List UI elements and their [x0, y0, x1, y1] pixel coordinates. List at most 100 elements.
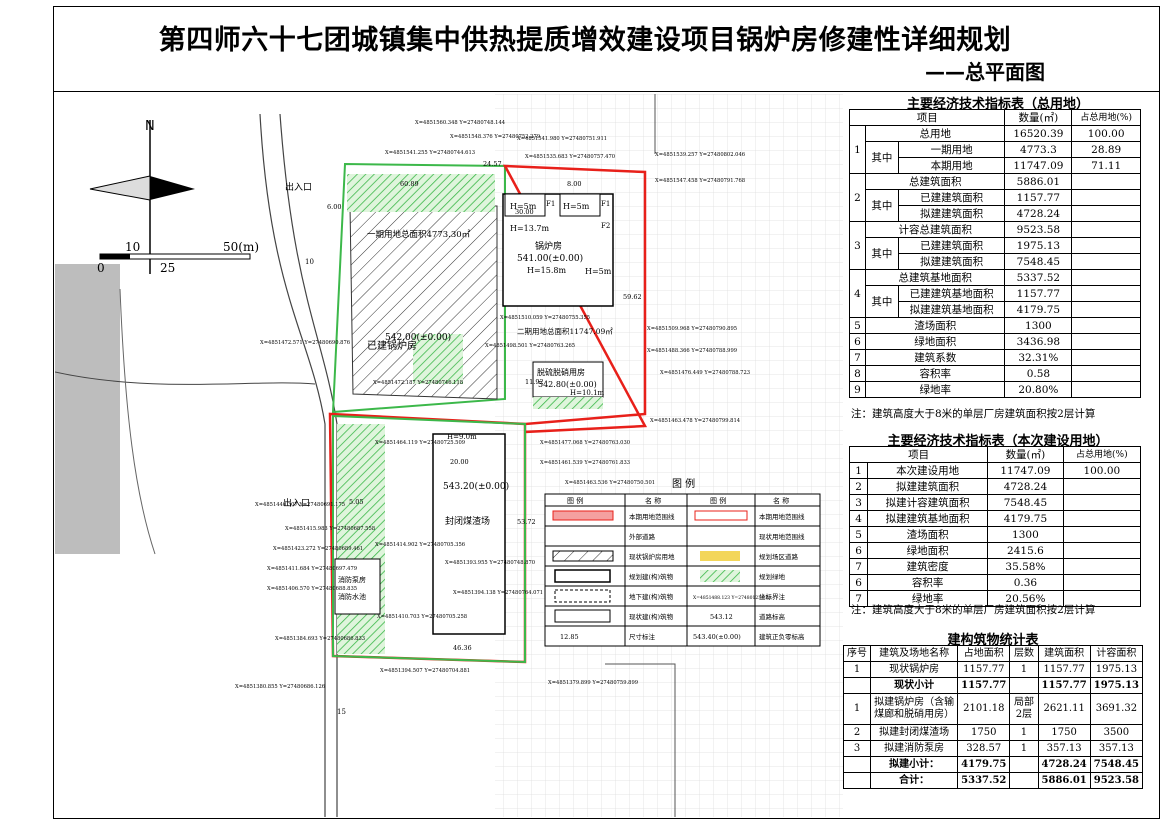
svg-text:X=4851498.501 Y=27480763.265: X=4851498.501 Y=27480763.265: [485, 343, 575, 349]
svg-text:X=4851393.955 Y=27480748.870: X=4851393.955 Y=27480748.870: [445, 560, 535, 566]
svg-text:本期用地范围线: 本期用地范围线: [759, 512, 805, 521]
svg-text:0: 0: [97, 261, 105, 275]
svg-text:现状建(构)筑物: 现状建(构)筑物: [629, 612, 674, 621]
svg-text:X=4851472.187 Y=27480746.118: X=4851472.187 Y=27480746.118: [373, 380, 463, 386]
svg-text:X=4851380.855 Y=27480686.126: X=4851380.855 Y=27480686.126: [235, 684, 325, 690]
table1-title: 主要经济技术指标表（总用地）: [906, 97, 1089, 112]
svg-text:外部道路: 外部道路: [629, 532, 656, 541]
green-strip-north: [347, 174, 495, 212]
svg-text:59.62: 59.62: [623, 293, 642, 301]
svg-text:消防泵房: 消防泵房: [338, 575, 366, 584]
svg-text:消防水池: 消防水池: [338, 592, 366, 601]
desulf-green: [533, 397, 603, 409]
boiler-room-f1: [504, 193, 546, 217]
svg-text:543.40(±0.00): 543.40(±0.00): [693, 633, 741, 641]
svg-text:图 例: 图 例: [567, 496, 583, 505]
table2-note: 注：建筑高度大于8米的单层厂房建筑面积按2层计算: [851, 604, 1096, 616]
svg-text:脱硫脱硝用房: 脱硫脱硝用房: [537, 367, 585, 377]
title-divider: [53, 91, 1160, 92]
svg-text:24.57: 24.57: [483, 160, 502, 168]
svg-text:X=4851414.902 Y=27480705.356: X=4851414.902 Y=27480705.356: [375, 542, 465, 548]
svg-text:X=4851535.683 Y=27480757.470: X=4851535.683 Y=27480757.470: [525, 154, 615, 160]
svg-text:11.92: 11.92: [525, 378, 544, 386]
svg-text:H=15.8m: H=15.8m: [527, 266, 566, 275]
svg-text:H=10.1m: H=10.1m: [570, 389, 605, 397]
svg-text:X=4851560.348 Y=27480748.144: X=4851560.348 Y=27480748.144: [415, 120, 506, 126]
svg-text:H=5m: H=5m: [585, 267, 612, 276]
svg-text:10: 10: [125, 240, 140, 254]
svg-text:X=4851415.983 Y=27480687.558: X=4851415.983 Y=27480687.558: [285, 526, 375, 532]
svg-text:6.00: 6.00: [327, 203, 341, 211]
svg-text:8.00: 8.00: [567, 180, 581, 188]
phase2-area-label: 二期用地总面积11747.09㎡: [517, 326, 613, 336]
road-line: [55, 371, 316, 385]
entrance-south-label: 出入口: [283, 497, 310, 509]
svg-text:H=9.0m: H=9.0m: [447, 433, 477, 441]
svg-text:X=4851509.968 Y=27480790.895: X=4851509.968 Y=27480790.895: [647, 326, 737, 332]
svg-text:541.00(±0.00): 541.00(±0.00): [517, 253, 583, 264]
svg-text:X=4851463.478 Y=27480799.814: X=4851463.478 Y=27480799.814: [650, 418, 741, 424]
svg-text:X=4851476.449 Y=27480788.723: X=4851476.449 Y=27480788.723: [660, 370, 750, 376]
svg-text:542.80(±0.00): 542.80(±0.00): [538, 380, 597, 389]
site-plan-map: N 10 50(m) 0 25 542.00(±0.00) 已建锅炉房 一期用地…: [55, 94, 843, 817]
svg-text:规划场区道路: 规划场区道路: [759, 552, 799, 561]
svg-text:60.89: 60.89: [400, 180, 419, 188]
coal-yard-label: 封闭煤渣场: [445, 515, 490, 527]
river-line-2: [279, 113, 338, 817]
contour-line: [119, 288, 156, 555]
svg-text:50(m): 50(m): [223, 240, 259, 254]
svg-text:X=4851394.507 Y=27480704.881: X=4851394.507 Y=27480704.881: [380, 668, 470, 674]
svg-text:X=4851539.257 Y=27480802.046: X=4851539.257 Y=27480802.046: [655, 152, 745, 158]
svg-text:建筑正负零标高: 建筑正负零标高: [759, 632, 805, 641]
svg-text:H=5m: H=5m: [510, 202, 537, 211]
svg-text:X=4851464.119 Y=27480725.509: X=4851464.119 Y=27480725.509: [375, 440, 465, 446]
svg-text:F1: F1: [546, 200, 555, 208]
svg-text:坐标界注: 坐标界注: [759, 592, 786, 601]
svg-text:25: 25: [160, 261, 175, 275]
green-boundary: [332, 414, 526, 664]
svg-text:543.12: 543.12: [710, 613, 733, 621]
svg-text:X=4851541.255 Y=27480744.613: X=4851541.255 Y=27480744.613: [385, 150, 475, 156]
svg-text:20.00: 20.00: [450, 458, 469, 466]
legend: 图 例 图 例 名 称 图 例 名 称 12.85 543.40(±0.00): [544, 477, 821, 647]
svg-text:名 称: 名 称: [645, 496, 661, 505]
svg-text:X=4851472.571 Y=27480690.876: X=4851472.571 Y=27480690.876: [260, 340, 350, 346]
svg-text:规划建(构)筑物: 规划建(构)筑物: [629, 572, 674, 581]
svg-text:图 例: 图 例: [672, 477, 695, 490]
svg-text:图 例: 图 例: [710, 496, 726, 505]
svg-text:X=4851394.138 Y=27480764.071: X=4851394.138 Y=27480764.071: [453, 590, 543, 596]
svg-text:12.85: 12.85: [560, 633, 579, 641]
svg-text:尺寸标注: 尺寸标注: [629, 632, 656, 641]
svg-text:X=4851477.068 Y=27480763.030: X=4851477.068 Y=27480763.030: [540, 440, 630, 446]
phase1-boundary: [331, 162, 506, 414]
svg-text:X=4851379.899 Y=27480759.899: X=4851379.899 Y=27480759.899: [548, 680, 638, 686]
svg-text:规划绿地: 规划绿地: [759, 572, 786, 581]
svg-text:X=4851461.539 Y=27480761.833: X=4851461.539 Y=27480761.833: [540, 460, 630, 466]
entrance-north-label: 出入口: [285, 181, 312, 193]
svg-text:X=4851411.684 Y=27480697.479: X=4851411.684 Y=27480697.479: [267, 566, 357, 572]
existing-elev-label: 542.00(±0.00): [385, 332, 451, 343]
page-subtitle: ——总平面图: [925, 60, 1045, 84]
svg-text:X=4851410.703 Y=27480705.258: X=4851410.703 Y=27480705.258: [377, 614, 467, 620]
svg-text:30.00: 30.00: [515, 208, 534, 216]
table1-header-item: 项目: [848, 109, 1006, 126]
svg-text:X=4851406.570 Y=27480688.835: X=4851406.570 Y=27480688.835: [267, 586, 357, 592]
table2-title: 主要经济技术指标表（本次建设用地）: [887, 434, 1109, 449]
coal-yard: [432, 433, 506, 635]
fire-pump-room: [334, 558, 381, 615]
river-line: [259, 113, 326, 817]
svg-text:本期用地范围线: 本期用地范围线: [629, 512, 675, 521]
svg-text:地下建(构)筑物: 地下建(构)筑物: [629, 592, 674, 601]
svg-text:X=4851423.272 Y=27480689.461: X=4851423.272 Y=27480689.461: [273, 546, 363, 552]
svg-text:X=4851541.980 Y=27480751.911: X=4851541.980 Y=27480751.911: [517, 136, 607, 142]
table1-note: 注：建筑高度大于8米的单层厂房建筑面积按2层计算: [851, 408, 1096, 420]
svg-text:543.20(±0.00): 543.20(±0.00): [443, 481, 509, 492]
svg-text:名 称: 名 称: [773, 496, 789, 505]
svg-text:N: N: [145, 119, 155, 134]
svg-text:X=4851488.123 Y=27480123.123: X=4851488.123 Y=27480123.123: [693, 595, 771, 601]
coordinate-labels: X=4851560.348 Y=27480748.144 X=4851548.3…: [235, 120, 750, 690]
drawing-frame: [53, 6, 1160, 819]
page-title: 第四师六十七团城镇集中供热提质增效建设项目锅炉房修建性详细规划: [158, 25, 1012, 56]
